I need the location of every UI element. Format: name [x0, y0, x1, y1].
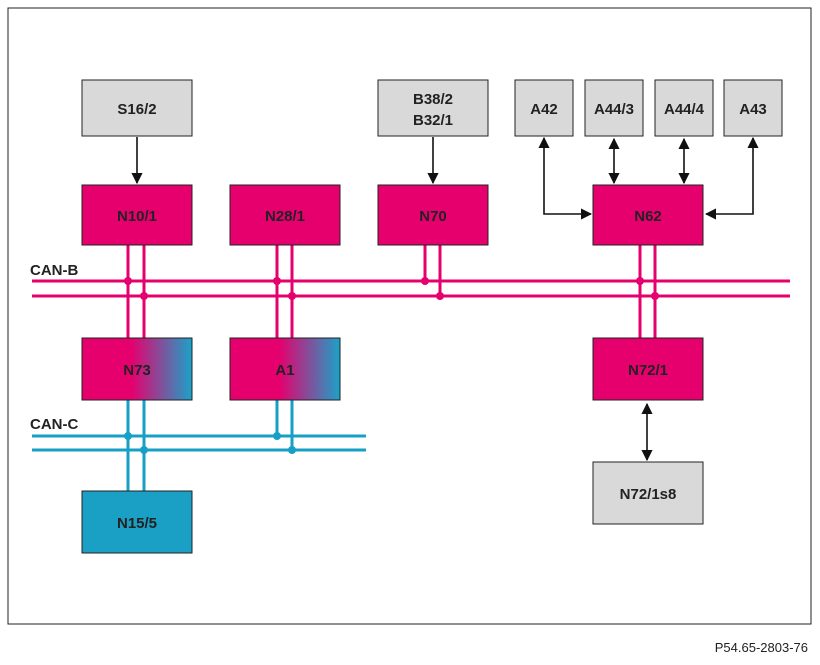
sensor-s16-2-label: S16/2 — [117, 101, 156, 118]
module-n10-1-label: N10/1 — [117, 208, 157, 225]
component-a44-3-label: A44/3 — [594, 101, 634, 118]
signal-arrows — [131, 136, 759, 462]
component-a43-label: A43 — [739, 101, 767, 118]
can-b-connections — [126, 245, 657, 338]
arrow-a42-n62 — [538, 136, 593, 220]
module-n28-1: N28/1 — [229, 184, 341, 246]
module-n15-5: N15/5 — [81, 490, 193, 554]
gateway-n73: N73 — [81, 337, 193, 401]
can-c-connections — [126, 400, 294, 491]
module-n62: N62 — [592, 184, 704, 246]
figure-reference: P54.65-2803-76 — [714, 640, 808, 655]
module-n72-1-label: N72/1 — [628, 362, 668, 379]
sensor-b38-2-b32-1: B38/2 B32/1 — [377, 79, 489, 137]
can-c-junction-dots — [124, 432, 296, 454]
module-n15-5-label: N15/5 — [117, 515, 157, 532]
gateway-a1-label: A1 — [275, 362, 294, 379]
component-a44-3: A44/3 — [584, 79, 644, 137]
component-a44-4-label: A44/4 — [664, 101, 705, 118]
component-a43: A43 — [723, 79, 783, 137]
can-c-label: CAN-C — [30, 416, 78, 433]
can-b-label: CAN-B — [30, 262, 78, 279]
component-a44-4: A44/4 — [654, 79, 714, 137]
switch-n72-1s8-label: N72/1s8 — [620, 486, 677, 503]
switch-n72-1s8: N72/1s8 — [592, 461, 704, 525]
can-b-junction-dots — [124, 277, 659, 300]
sensor-b38-2-label: B38/2 — [413, 91, 453, 108]
module-n28-1-label: N28/1 — [265, 208, 305, 225]
module-n70: N70 — [377, 184, 489, 246]
module-n72-1: N72/1 — [592, 337, 704, 401]
arrow-a43-n62 — [704, 136, 759, 220]
component-a42-label: A42 — [530, 101, 558, 118]
sensor-b32-1-label: B32/1 — [413, 112, 453, 129]
module-n62-label: N62 — [634, 208, 662, 225]
sensor-s16-2: S16/2 — [81, 79, 193, 137]
gateway-a1: A1 — [229, 337, 341, 401]
component-a42: A42 — [514, 79, 574, 137]
module-n70-label: N70 — [419, 208, 447, 225]
gateway-n73-label: N73 — [123, 362, 151, 379]
module-n10-1: N10/1 — [81, 184, 193, 246]
